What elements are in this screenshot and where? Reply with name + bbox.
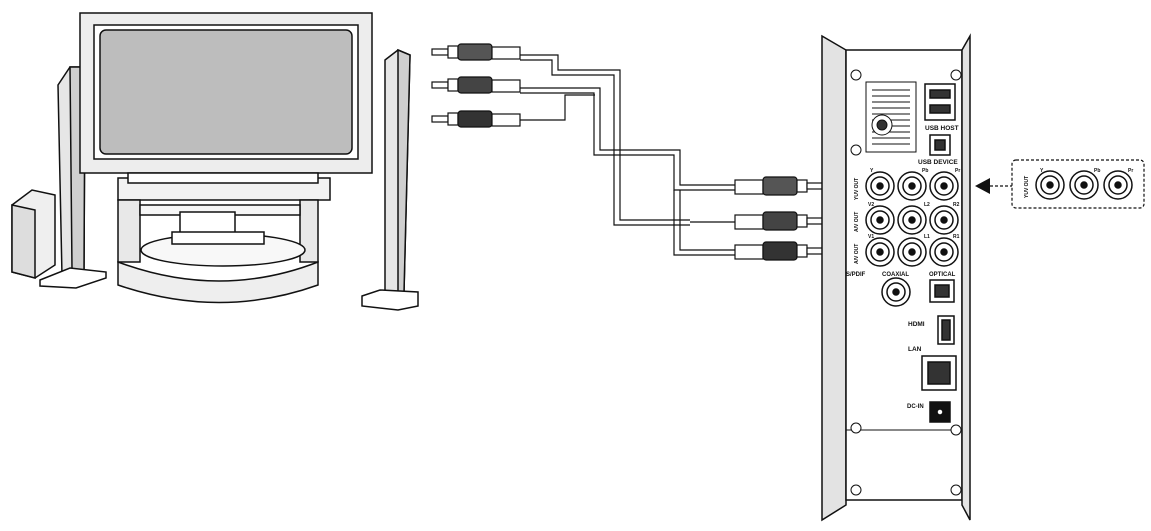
right-speaker <box>361 48 419 311</box>
rca-plug-bottom-3 <box>734 241 824 261</box>
yuv-callout: YUV OUT Y Pb Pr <box>975 159 1145 209</box>
usb-device-label: USB DEVICE <box>918 159 958 166</box>
television <box>79 12 373 184</box>
jack-v2 <box>865 205 895 235</box>
dc-in-port <box>929 401 951 423</box>
callout-jack-pr <box>1103 170 1133 200</box>
player-rear-panel <box>821 33 971 522</box>
jack-v1 <box>865 237 895 267</box>
jack-l2 <box>897 205 927 235</box>
callout-pr-label: Pr <box>1128 168 1133 174</box>
l2-label: L2 <box>924 202 930 208</box>
yuv-out-label: YUV OUT <box>854 178 860 200</box>
optical-label: OPTICAL <box>929 272 956 278</box>
callout-arrow <box>975 178 990 194</box>
jack-y <box>865 171 895 201</box>
screws <box>850 69 962 496</box>
callout-jack-y <box>1035 170 1065 200</box>
rca-plug-top-1 <box>431 43 521 61</box>
r2-label: R2 <box>953 202 960 208</box>
v1-label: V1 <box>868 234 874 240</box>
pr-label: Pr <box>955 168 960 174</box>
usb-host-port <box>924 83 956 121</box>
hdmi-label: HDMI <box>908 321 925 328</box>
rca-plug-bottom-1 <box>734 176 824 196</box>
coaxial-label: COAXIAL <box>882 272 909 278</box>
bottom-rca-plugs <box>734 176 824 261</box>
callout-pb-label: Pb <box>1094 168 1100 174</box>
y-label: Y <box>870 168 874 174</box>
callout-jack-pb <box>1069 170 1099 200</box>
rca-plug-bottom-2 <box>734 211 824 231</box>
callout-yuv-out-label: YUV OUT <box>1024 176 1030 198</box>
hdmi-port <box>937 315 955 345</box>
jack-r2 <box>929 205 959 235</box>
rca-plug-top-2 <box>431 76 521 94</box>
v2-label: V2 <box>868 202 874 208</box>
r1-label: R1 <box>953 234 960 240</box>
l1-label: L1 <box>924 234 930 240</box>
jack-r1 <box>929 237 959 267</box>
jack-pr <box>929 171 959 201</box>
rca-plug-top-3 <box>431 110 521 128</box>
usb-device-port <box>929 134 951 156</box>
dc-in-label: DC-IN <box>907 404 924 410</box>
jack-pb <box>897 171 927 201</box>
top-rca-plugs <box>431 43 521 128</box>
coaxial-jack <box>881 277 911 307</box>
optical-port <box>929 279 955 303</box>
left-speaker <box>39 66 107 289</box>
jack-l1 <box>897 237 927 267</box>
vent-grille <box>865 81 917 153</box>
rca-cable <box>520 54 735 256</box>
callout-y-label: Y <box>1040 168 1044 174</box>
lan-label: LAN <box>908 346 922 353</box>
spdif-label: S/PDIF <box>846 272 866 278</box>
av-out-label-2: A/V OUT <box>854 244 860 264</box>
pb-label: Pb <box>922 168 928 174</box>
av-out-label-1: A/V OUT <box>854 212 860 232</box>
player-labels: USB HOST USB DEVICE Y Pb Pr V2 L2 R2 V1 … <box>846 125 960 410</box>
subwoofer <box>11 189 56 279</box>
lan-port <box>921 355 957 391</box>
tv-stand <box>117 177 331 304</box>
tv-setup-illustration <box>11 12 419 311</box>
av-jacks <box>865 171 959 267</box>
usb-host-label: USB HOST <box>925 125 959 132</box>
